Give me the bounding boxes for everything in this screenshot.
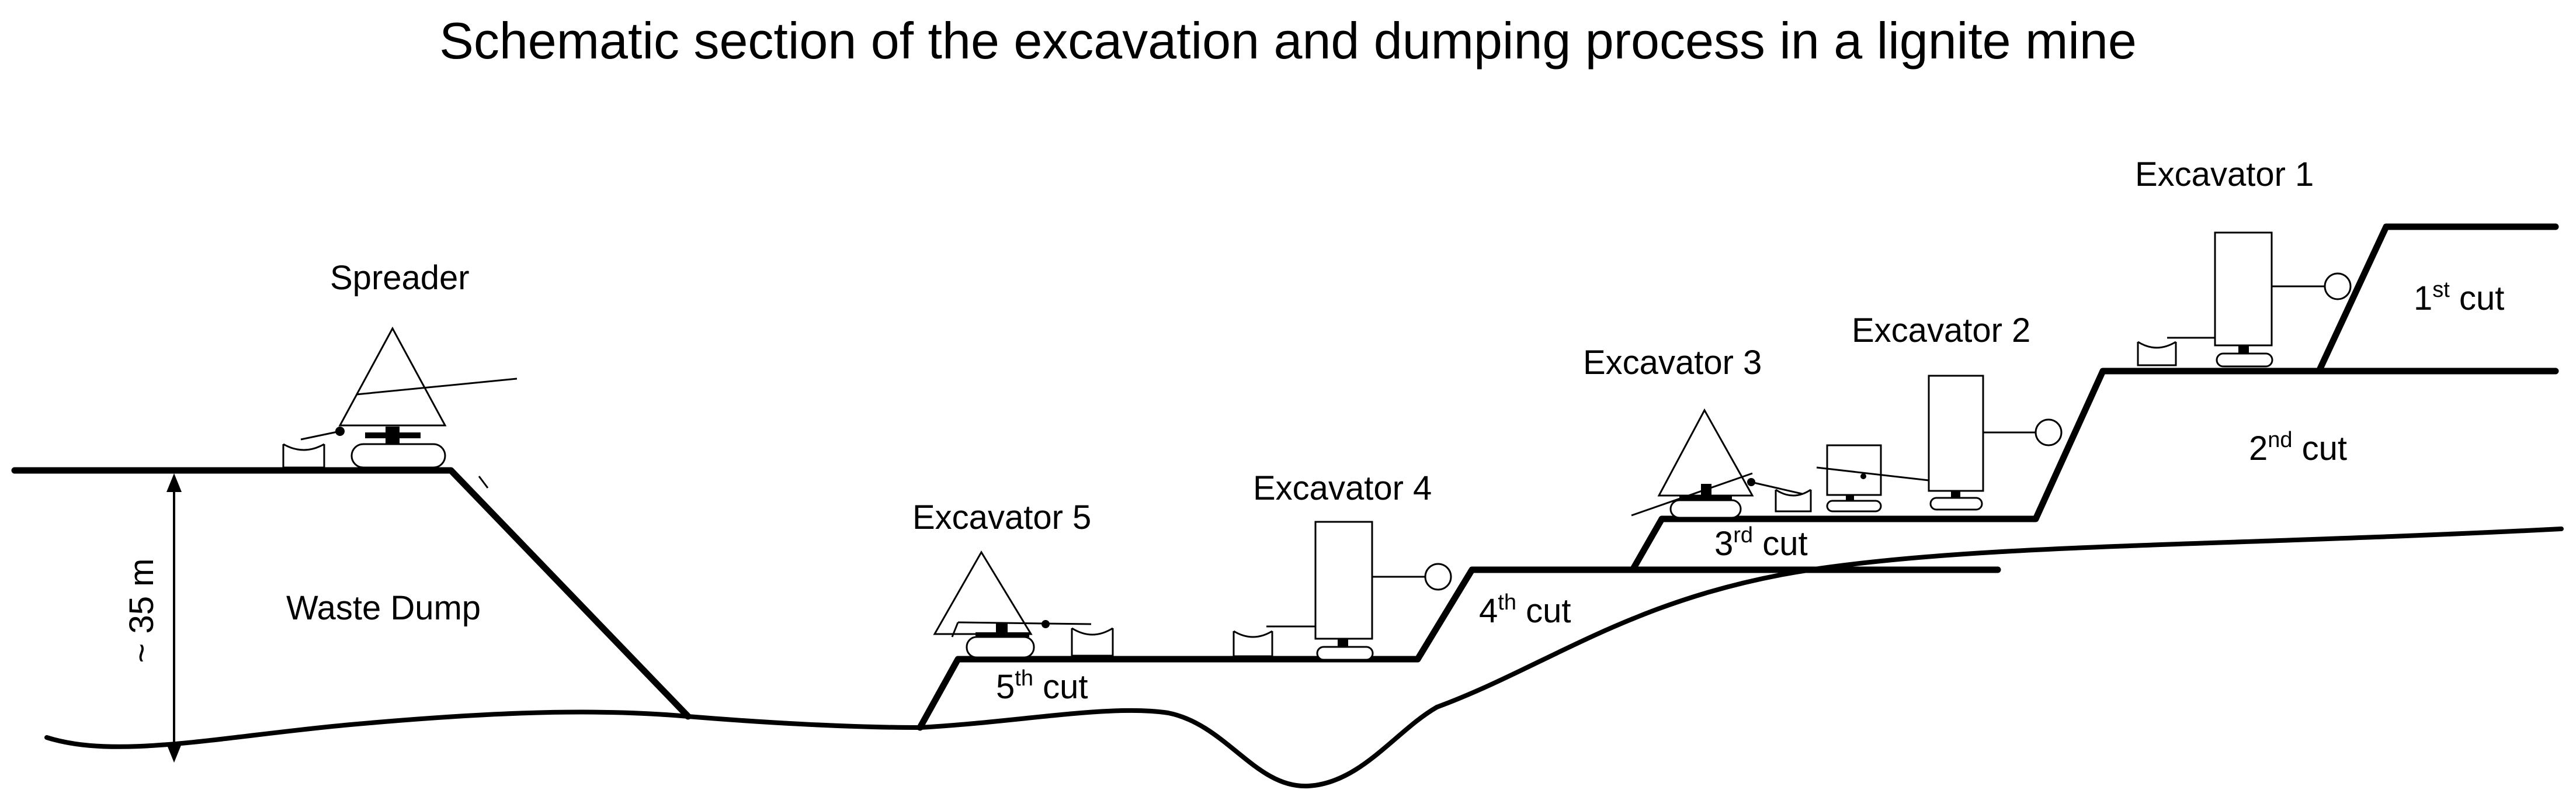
excavator-4-label: Excavator 4: [1253, 469, 1432, 507]
excavator-3-machine: [1631, 408, 1812, 519]
dump-slope-tick: [478, 476, 489, 489]
spreader-label: Spreader: [330, 259, 470, 297]
cut-4-label: 4th cut: [1479, 590, 1571, 630]
excavator-5-machine: [933, 550, 1114, 659]
excavator-2-label: Excavator 2: [1852, 311, 2030, 349]
bench-profile: [916, 368, 2559, 731]
dump-surface: [11, 467, 692, 720]
excavator-5-label: Excavator 5: [912, 498, 1091, 536]
waste-dump-label: Waste Dump: [286, 589, 481, 627]
excavator-4-machine: [1233, 521, 1452, 661]
depth-label: ~ 35 m: [123, 559, 161, 663]
diagram-title: Schematic section of the excavation and …: [439, 12, 2137, 70]
top-cut-profile: [2315, 223, 2559, 375]
cut-2-label: 2nd cut: [2249, 428, 2347, 467]
depth-arrow: [166, 473, 182, 763]
lignite-seam-curve: [1435, 527, 2564, 709]
excavator-1-label: Excavator 1: [2135, 155, 2314, 193]
excavator-2-machine: [1816, 375, 2063, 512]
cut-3-label: 3rd cut: [1714, 523, 1808, 563]
excavator-1-machine: [2137, 231, 2352, 368]
spreader-machine: [282, 326, 518, 469]
excavator-3-label: Excavator 3: [1583, 344, 1762, 382]
cut-1-label: 1st cut: [2414, 278, 2504, 317]
mine-base-curve: [44, 705, 1439, 789]
cut-5-label: 5th cut: [996, 666, 1088, 706]
